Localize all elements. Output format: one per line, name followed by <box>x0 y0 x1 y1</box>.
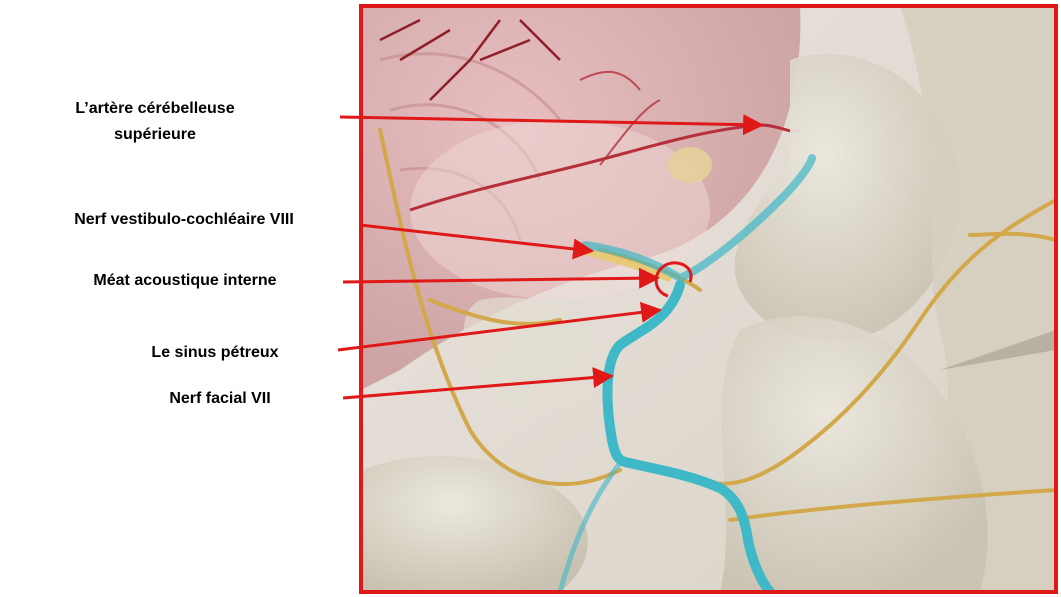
label-petrosal-sinus: Le sinus pétreux <box>110 340 320 366</box>
label-vestibulocochlear-nerve: Nerf vestibulo-cochléaire VIII <box>8 207 360 233</box>
label-facial-nerve: Nerf facial VII <box>120 386 320 412</box>
label-superior-cerebellar-artery-line1: L’artère cérébelleuse <box>30 96 280 122</box>
anatomy-scene <box>361 6 1056 592</box>
label-internal-acoustic-meatus: Méat acoustique interne <box>40 268 330 294</box>
label-superior-cerebellar-artery-line2: supérieure <box>30 122 280 148</box>
pons-nodule <box>668 147 712 183</box>
label-superior-cerebellar-artery: L’artère cérébelleuse supérieure <box>30 96 280 148</box>
